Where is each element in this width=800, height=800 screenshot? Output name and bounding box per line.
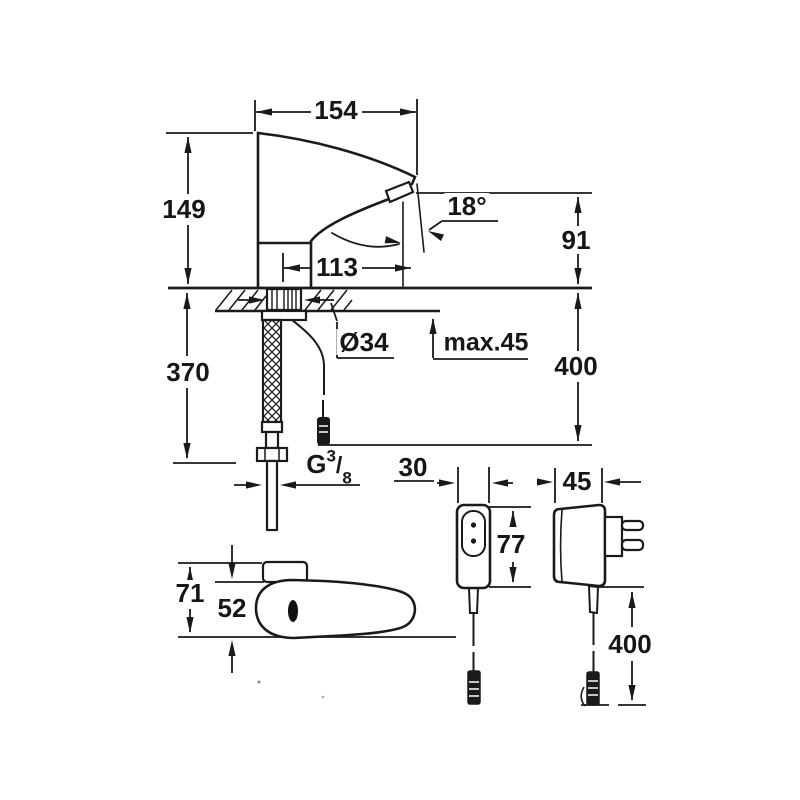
dimension-arrowhead xyxy=(228,640,236,656)
faucet-top-view xyxy=(254,560,417,640)
deck-section xyxy=(168,286,592,322)
dimension-arrowhead xyxy=(256,108,272,116)
dimension-arrowhead xyxy=(249,296,265,304)
mounting-nut xyxy=(260,309,308,322)
dim-spout-width: 154 xyxy=(311,97,361,123)
dimension-arrowhead xyxy=(509,567,517,583)
dim-spout-reach: 113 xyxy=(313,254,361,280)
thread-slash: / xyxy=(335,452,343,479)
dim-plan-body-height: 52 xyxy=(214,595,250,621)
euro-socket-face xyxy=(461,510,486,557)
dimension-arrowhead xyxy=(183,443,191,459)
dimension-arrowhead xyxy=(537,478,553,486)
dim-thread-size: G3/8 xyxy=(303,446,355,486)
dim-under-deck-clearance: 400 xyxy=(551,353,601,379)
angle-arc-arrow xyxy=(331,232,400,248)
socket-pin-hole xyxy=(470,522,477,528)
thread-numerator: 3 xyxy=(326,446,336,466)
dimension-arrowhead xyxy=(184,268,192,284)
cable-connector xyxy=(317,417,330,445)
hose-hex-nut xyxy=(255,446,289,463)
supply-hose xyxy=(255,318,289,532)
dimension-arrowhead xyxy=(492,479,508,487)
dim-max-deck-thickness: max.45 xyxy=(440,330,532,356)
thread-prefix: G xyxy=(306,449,327,480)
dimension-arrowhead xyxy=(183,293,191,309)
dim-spray-angle: 18° xyxy=(444,193,490,219)
sensor-cable xyxy=(291,319,330,445)
socket-pin-hole xyxy=(470,538,477,544)
aerator-sensor-outlet xyxy=(384,180,415,204)
psu-front-view xyxy=(455,503,492,705)
dim-height-above-deck: 149 xyxy=(159,196,209,222)
dim-supply-hose-length: 370 xyxy=(163,359,213,385)
dimension-arrowhead xyxy=(400,108,416,116)
dimension-arrowhead xyxy=(304,296,320,304)
dimension-arrowhead xyxy=(429,318,437,334)
dim-outlet-to-deck: 91 xyxy=(558,227,594,253)
dim-psu-front-width: 30 xyxy=(395,454,431,480)
dimension-arrowhead xyxy=(574,268,582,284)
dim-hole-diameter: Ø34 xyxy=(336,329,392,355)
sensor-window xyxy=(288,600,298,622)
plug-base xyxy=(603,515,624,558)
dimension-arrowhead xyxy=(186,567,194,583)
dimension-arrowhead xyxy=(574,197,582,213)
dim-psu-height: 77 xyxy=(493,531,529,557)
braided-hose xyxy=(261,318,283,424)
cable-connector xyxy=(467,670,481,705)
thread-denominator: 8 xyxy=(342,468,352,488)
thread-tailpiece xyxy=(265,459,279,532)
dimension-arrowhead xyxy=(284,264,300,272)
dim-psu-side-width: 45 xyxy=(559,468,595,494)
dimension-arrowhead xyxy=(384,236,401,244)
arrowheads xyxy=(183,108,636,701)
plug-pin xyxy=(620,519,645,532)
dimension-arrowhead xyxy=(509,511,517,527)
dimension-arrowhead xyxy=(628,592,636,608)
dimension-arrowhead xyxy=(628,685,636,701)
dimension-arrowhead xyxy=(574,425,582,441)
dimension-arrowhead xyxy=(428,231,445,242)
dimension-arrowhead xyxy=(246,481,262,489)
dimension-arrowhead xyxy=(395,264,411,272)
plug-pin xyxy=(620,538,645,552)
dimension-arrowhead xyxy=(574,293,582,309)
dimension-arrowhead xyxy=(604,478,620,486)
psu-side-view xyxy=(552,503,645,707)
dim-psu-cable-length: 400 xyxy=(605,631,655,657)
dimension-arrowhead xyxy=(280,481,296,489)
dimension-arrowhead xyxy=(228,563,236,579)
dimension-arrowhead xyxy=(184,137,192,153)
faucet-side-view xyxy=(256,131,425,289)
dim-plan-height-total: 71 xyxy=(172,580,208,606)
dimension-arrowhead xyxy=(186,617,194,633)
dimension-arrowhead xyxy=(439,479,455,487)
scan-specks xyxy=(257,680,325,699)
